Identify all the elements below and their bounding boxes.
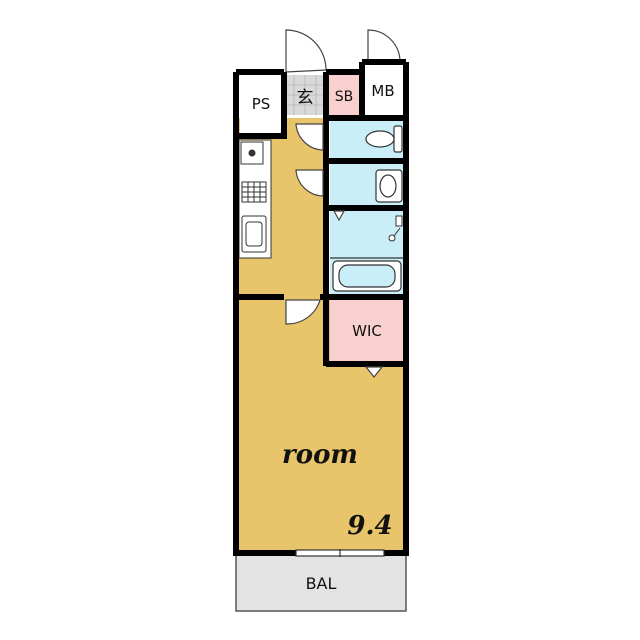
balcony-area [235, 552, 407, 612]
mb-door-icon [367, 29, 401, 65]
toilet-icon [365, 125, 403, 153]
room-label: room [282, 440, 358, 470]
room-size-label: 9.4 [347, 511, 392, 541]
ps-label: PS [252, 95, 271, 113]
sliding-window-icon [295, 549, 385, 557]
bathtub-icon [332, 260, 402, 292]
wic-room [330, 298, 404, 362]
balcony-label: BAL [306, 574, 337, 593]
shower-icon [388, 215, 403, 242]
door-swing-icon [285, 123, 384, 378]
wic-label: WIC [352, 322, 382, 340]
entrance-label: 玄 [297, 88, 314, 108]
mb-room [362, 64, 404, 116]
ps-room [240, 75, 282, 133]
sb-label: SB [335, 89, 354, 105]
sink-icon [241, 215, 267, 253]
washbasin-icon [375, 169, 403, 203]
mb-label: MB [371, 82, 394, 100]
entrance-tile-grid [284, 75, 326, 115]
sb-room [328, 75, 360, 115]
washing-machine-icon [240, 141, 264, 165]
entrance-door-icon [285, 29, 327, 73]
stove-icon [241, 181, 267, 203]
